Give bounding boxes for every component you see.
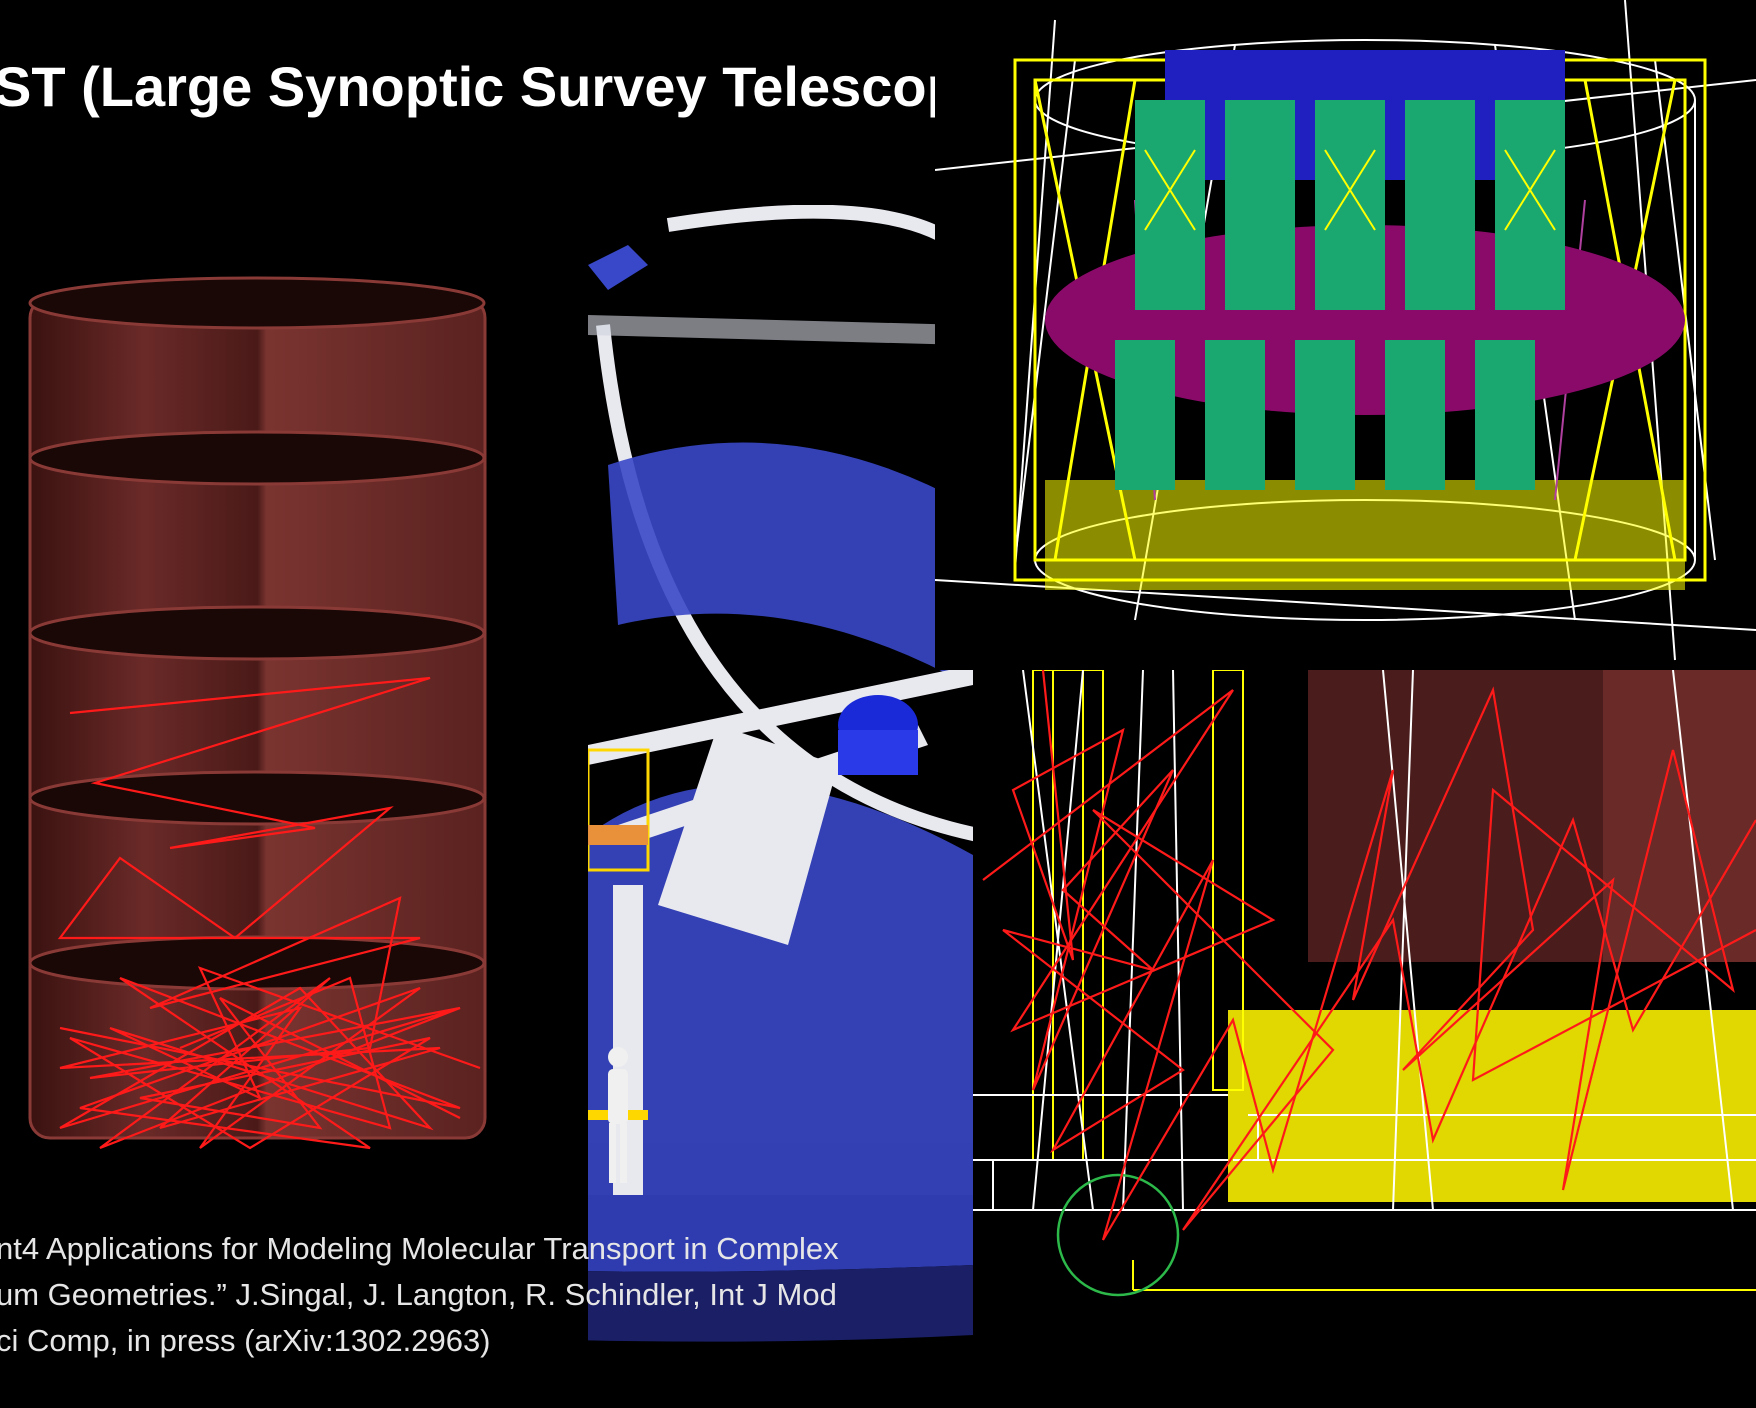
red-cylinder-simulation: [0, 248, 590, 1168]
human-figure: [608, 1047, 628, 1183]
citation-text: nt4 Applications for Modeling Molecular …: [0, 1226, 839, 1364]
molecule-tracks: [982, 670, 1756, 1241]
citation-line-3: ci Comp, in press (arXiv:1302.2963): [0, 1323, 491, 1358]
molecular-trajectory-closeup: [973, 670, 1756, 1408]
citation-line-2: um Geometries.” J.Singal, J. Langton, R.…: [0, 1277, 837, 1312]
camera-wireframe-model: [935, 0, 1756, 670]
citation-line-1: nt4 Applications for Modeling Molecular …: [0, 1231, 839, 1266]
molecule-tracks: [57, 676, 481, 1150]
slide-title: ST (Large Synoptic Survey Telescope): [0, 55, 1011, 118]
telescope-render-with-human-figure: [588, 205, 973, 1370]
